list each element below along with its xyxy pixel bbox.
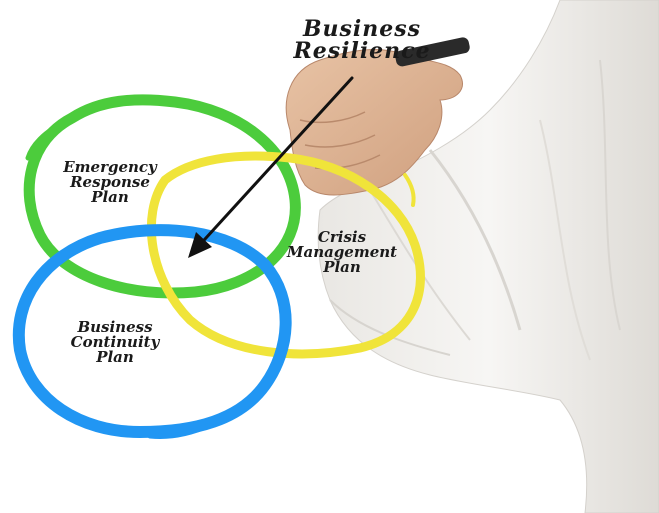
continuity-line2: Continuity: [70, 333, 160, 351]
sleeve: [317, 0, 659, 513]
title-line2: Resilience: [293, 38, 431, 64]
marker-pen: [395, 37, 470, 67]
emergency-line3: Plan: [91, 188, 129, 206]
emergency-response-label: Emergency Response Plan: [40, 160, 180, 205]
business-continuity-label: Business Continuity Plan: [45, 320, 185, 365]
business-continuity-circle: [12, 224, 292, 439]
crisis-line3: Plan: [323, 258, 361, 276]
continuity-line1: Business: [77, 318, 153, 336]
crisis-management-circle: [146, 151, 425, 359]
emergency-line2: Response: [70, 173, 150, 191]
emergency-response-circle: [23, 94, 301, 299]
arrow: [188, 76, 354, 258]
title-line1: Business: [302, 16, 422, 42]
crisis-management-label: Crisis Management Plan: [262, 230, 422, 275]
crisis-line1: Crisis: [317, 228, 367, 246]
emergency-line1: Emergency: [63, 158, 157, 176]
title-label: Business Resilience: [282, 18, 442, 62]
crisis-line2: Management: [286, 243, 398, 261]
hand: [285, 37, 470, 196]
continuity-line3: Plan: [96, 348, 134, 366]
person-arm: [317, 0, 659, 513]
